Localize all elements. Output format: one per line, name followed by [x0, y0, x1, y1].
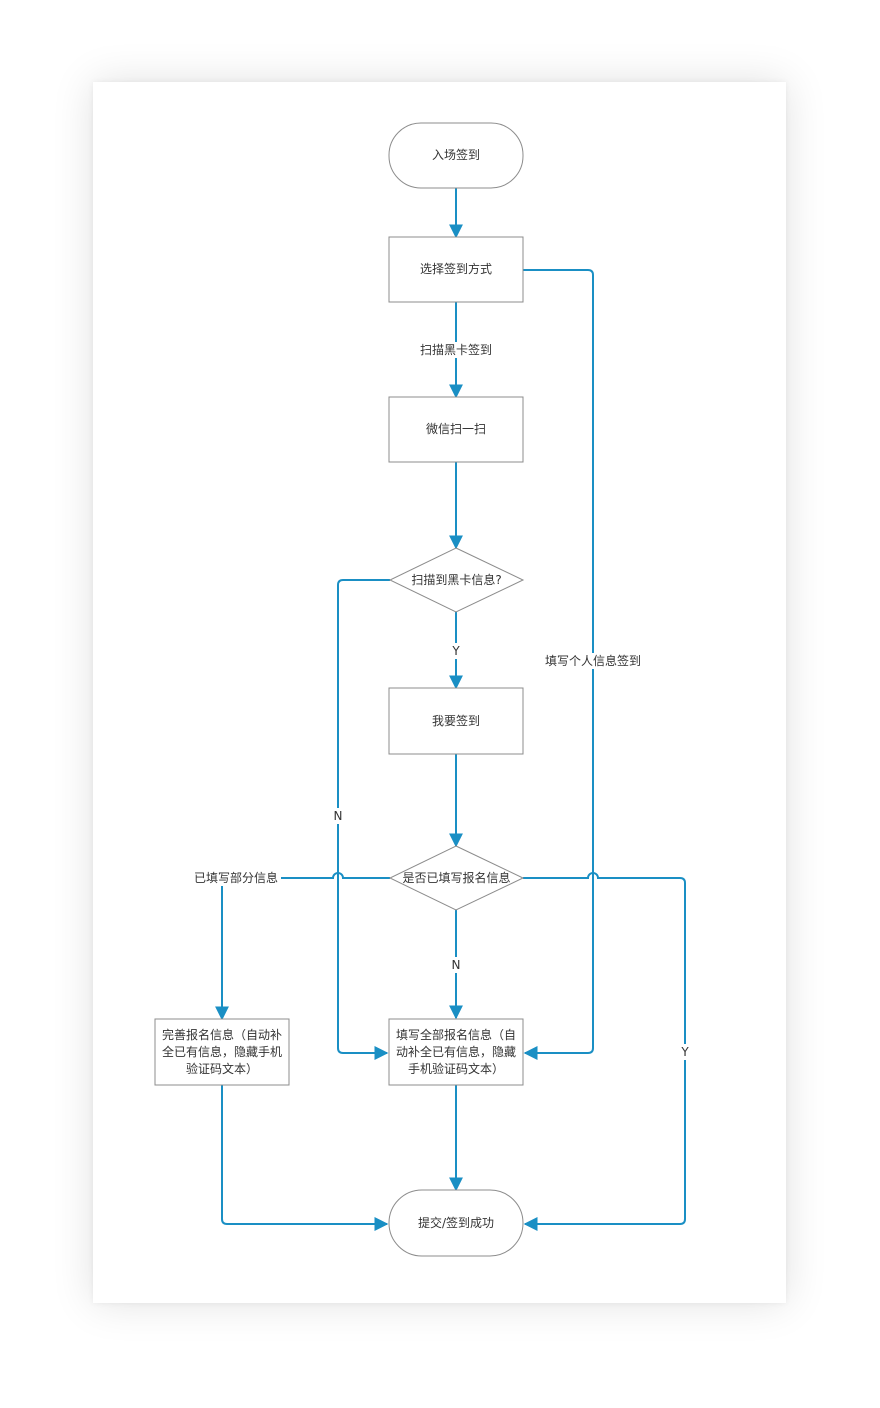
filled-registration-decision — [388, 845, 525, 911]
edge-label-no-1: N — [330, 808, 346, 824]
end-label: 提交/签到成功 — [417, 1215, 495, 1230]
edge-label-no-2: N — [448, 957, 464, 973]
i-want-checkin-box — [388, 687, 524, 755]
edge-label-yes-1: Y — [449, 643, 463, 659]
start-terminal — [388, 122, 524, 189]
i-want-checkin-label: 我要签到 — [431, 713, 480, 728]
scanned-card-label: 扫描到黑卡信息? — [411, 572, 502, 587]
wechat-scan-label: 微信扫一扫 — [425, 422, 486, 436]
start-label: 入场签到 — [431, 148, 480, 162]
complete-info-box — [154, 1018, 290, 1086]
edge-filled-yes — [523, 872, 686, 1231]
filled-registration-label: 是否已填写报名信息 — [402, 870, 511, 885]
edge-complete-to-end — [221, 1085, 389, 1231]
end-terminal — [388, 1189, 524, 1257]
fill-all-info-label: 填写全部报名信息（自动补全已有信息，隐藏手机验证码文本） — [395, 1027, 516, 1076]
edge-label-fill-personal: 填写个人信息签到 — [541, 653, 645, 669]
edge-filled-partial — [215, 872, 390, 1021]
fill-all-info-box — [388, 1018, 524, 1086]
edge-scanned-no — [337, 579, 390, 1060]
flowchart-paper: 入场签到 选择签到方式 微信扫一扫 扫描到黑卡信息? 我要签到 是否已填写报名信… — [93, 82, 786, 1303]
choose-method-label: 选择签到方式 — [419, 262, 492, 276]
complete-info-label: 完善报名信息（自动补全已有信息，隐藏手机验证码文本） — [161, 1027, 282, 1076]
flowchart-svg — [154, 122, 686, 1257]
edge-label-partial: 已填写部分信息 — [190, 870, 282, 886]
wechat-scan-box — [388, 396, 524, 463]
edge-label-scan-card: 扫描黑卡签到 — [416, 342, 496, 358]
scanned-card-decision — [388, 547, 525, 613]
edge-label-yes-2: Y — [678, 1044, 692, 1060]
choose-method-box — [388, 236, 524, 303]
